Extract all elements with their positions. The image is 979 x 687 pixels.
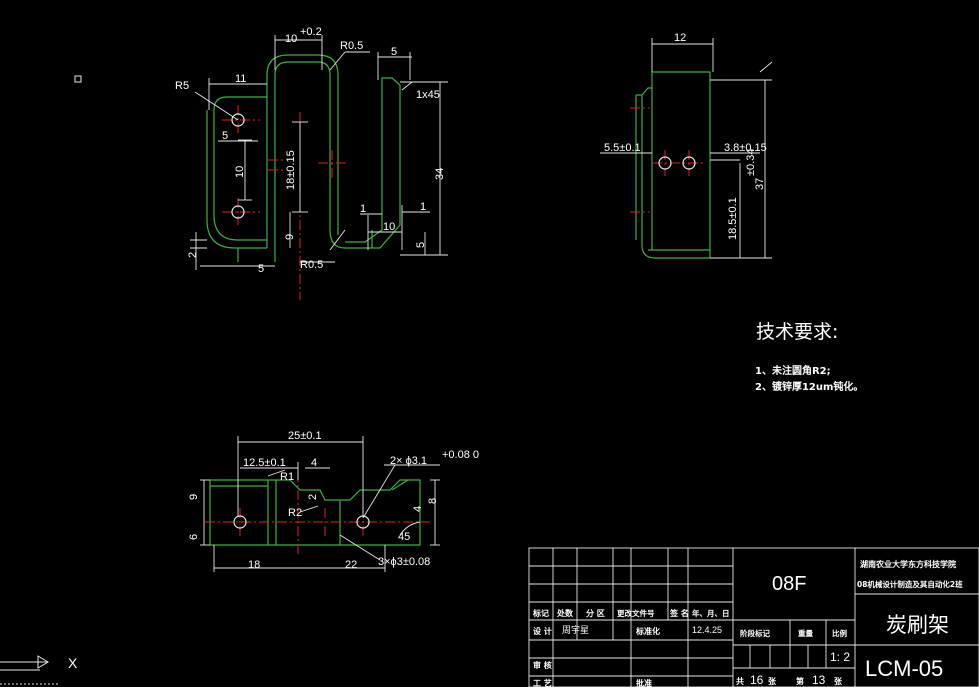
row-process-label: 工 艺 <box>533 678 552 687</box>
front-hole-bottom <box>231 205 245 219</box>
tech-req-2: 2、镀锌厚12um钝化。 <box>755 380 863 393</box>
dim-25: 25±0.1 <box>288 430 322 442</box>
dim-hole-2x: 2× ϕ3.1 <box>390 455 427 467</box>
row-standardize-label: 标准化 <box>635 626 660 636</box>
dim-1-a: 1 <box>360 203 366 215</box>
dim-5-5: 5.5±0.1 <box>604 142 641 154</box>
organization-line-2: 08机械设计制造及其自动化2班 <box>857 579 963 589</box>
side-view-outline <box>635 71 711 259</box>
front-view-dimension-lines <box>190 35 448 270</box>
part-name: 炭刷架 <box>886 613 949 637</box>
dim-10-tol: +0.2 <box>300 26 322 38</box>
dim-r05-bottom: R0.5 <box>300 259 323 271</box>
header-count: 处数 <box>556 608 574 618</box>
dim-34: 34 <box>434 168 446 180</box>
front-view-centerlines <box>222 105 346 300</box>
front-view-outline <box>206 54 401 262</box>
dim-22: 22 <box>345 559 357 571</box>
dim-5-right: 5 <box>415 242 427 248</box>
dim-12: 12 <box>674 32 686 44</box>
side-view-centerlines <box>630 107 705 213</box>
header-sign: 签 名 <box>669 608 689 618</box>
dim-1x45: 1x45 <box>416 89 440 101</box>
ucs-icon <box>0 655 60 685</box>
header-date: 年、月、日 <box>692 608 730 618</box>
side-view-dimension-lines <box>600 38 773 259</box>
dim-37: 37 <box>754 178 766 190</box>
dim-10-vertical: 10 <box>234 166 246 178</box>
top-view-dimension-lines <box>200 436 440 572</box>
dim-5-bottom: 5 <box>258 263 264 275</box>
drawing-number: LCM-05 <box>865 656 943 681</box>
dim-4-right: 4 <box>412 506 424 512</box>
dim-10: 10 <box>285 33 297 45</box>
total-sheets-unit: 张 <box>768 677 777 686</box>
dim-18: 18±0.15 <box>285 150 297 190</box>
dim-10-bottom: 10 <box>383 221 395 233</box>
tech-title: 技术要求: <box>756 321 838 343</box>
top-view-centerlines <box>205 472 430 555</box>
dim-2-top: 2 <box>307 494 319 500</box>
dim-hole-2x-tol: +0.08 0 <box>442 449 479 461</box>
technical-requirements: 技术要求: 1、未注圆角R2; 2、镀锌厚12um钝化。 <box>755 321 863 393</box>
total-sheets-label: 共 <box>736 676 744 686</box>
dim-9: 9 <box>284 234 296 240</box>
front-hole-top <box>231 113 245 127</box>
side-hole-right <box>682 156 696 170</box>
designer-name[interactable]: 周宇星 <box>562 624 589 636</box>
title-block-grid <box>528 547 979 687</box>
dim-5-top: 5 <box>391 46 397 58</box>
scale-value[interactable]: 1: 2 <box>830 650 850 664</box>
dim-11: 11 <box>235 73 246 85</box>
sheet-number-unit: 张 <box>834 677 843 686</box>
side-view[interactable]: 12 5.5±0.1 3.8±0.15 37 ±0.34 18.5±0.1 <box>600 32 773 259</box>
sheet-number-label: 第 <box>796 676 804 686</box>
material-label: 08F <box>772 573 806 595</box>
top-view-outline <box>209 479 421 546</box>
tech-req-1: 1、未注圆角R2; <box>755 364 831 377</box>
dim-r2: R2 <box>288 507 302 519</box>
top-view[interactable]: 25±0.1 12.5±0.1 4 R1 2× ϕ3.1 +0.08 0 9 R… <box>188 430 479 572</box>
dim-12-5: 12.5±0.1 <box>243 457 286 469</box>
scale-label: 比例 <box>832 628 847 638</box>
dim-37-tol: ±0.34 <box>745 149 757 176</box>
front-view[interactable]: 10 +0.2 R0.5 5 11 R5 1x45 5 10 18±0.15 3… <box>175 26 448 300</box>
row-approve-label: 批准 <box>636 678 652 687</box>
top-hole-left <box>233 515 247 529</box>
dim-4: 4 <box>311 457 317 469</box>
dim-r1: R1 <box>280 471 294 483</box>
dim-5-left: 5 <box>222 130 228 142</box>
design-date[interactable]: 12.4.25 <box>692 625 722 635</box>
row-review-label: 审 核 <box>533 660 552 670</box>
row-design-label: 设 计 <box>533 626 552 636</box>
header-doc-no: 更改文件号 <box>617 608 655 618</box>
side-hole-left <box>658 156 672 170</box>
dim-r05-top: R0.5 <box>340 40 363 52</box>
organization-line-1: 湖南农业大学东方科技学院 <box>860 559 956 569</box>
pick-marker <box>74 75 82 83</box>
weight-label: 重量 <box>798 628 813 638</box>
dim-hole-3x: 3×ϕ3±0.08 <box>378 556 430 568</box>
total-sheets: 16 <box>750 673 764 687</box>
dim-18-top: 18 <box>248 559 260 571</box>
sheet-number: 13 <box>812 673 826 687</box>
title-block[interactable]: 08F 湖南农业大学东方科技学院 08机械设计制造及其自动化2班 炭刷架 LCM… <box>528 547 979 687</box>
dim-r5: R5 <box>175 80 189 92</box>
header-mark: 标记 <box>532 608 549 618</box>
dim-9-top: 9 <box>188 494 200 500</box>
dim-18-5: 18.5±0.1 <box>727 197 739 240</box>
dim-8: 8 <box>427 498 439 504</box>
dim-6: 6 <box>188 534 200 540</box>
dim-3-8: 3.8±0.15 <box>724 142 767 154</box>
dim-45: 45 <box>398 531 410 543</box>
stage-mark-label: 阶段标记 <box>740 628 770 638</box>
dim-1-b: 1 <box>420 201 426 213</box>
dim-2: 2 <box>187 252 199 258</box>
ucs-x-label: X <box>68 655 78 671</box>
header-zone: 分 区 <box>586 608 605 618</box>
